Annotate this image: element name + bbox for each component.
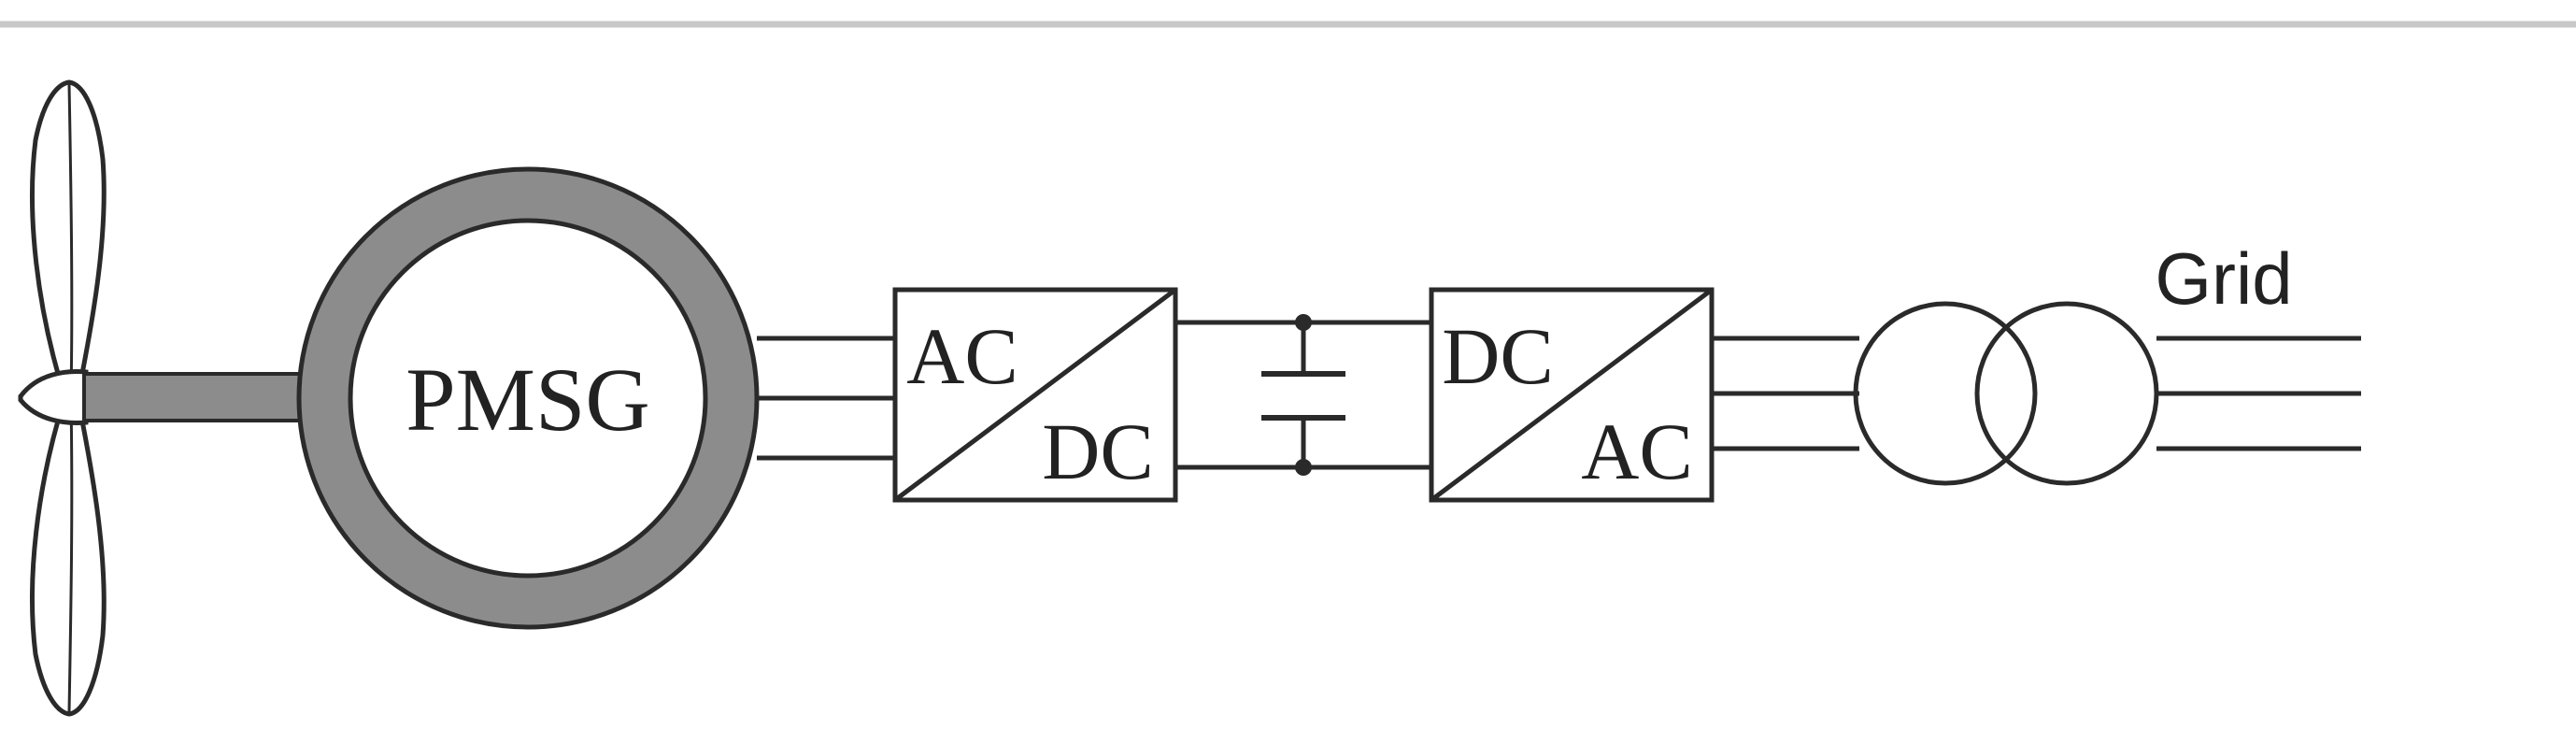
grid-lines (2156, 336, 2361, 451)
turbine-blade-lower (30, 399, 107, 717)
inverter-dc-ac: DC AC (1429, 287, 1715, 503)
turbine-hub (18, 369, 89, 425)
generator-label: PMSG (406, 350, 649, 450)
turbine-blade-upper (30, 79, 107, 395)
turbine-blades (30, 79, 107, 717)
inverter-top-label: DC (1442, 311, 1553, 401)
dc-link-node-top (1295, 314, 1312, 331)
inverter-diagonal (1430, 288, 1714, 502)
turbine-blade-upper-edge (67, 83, 74, 393)
ac-lines-inverter-transformer (1712, 336, 1859, 451)
inverter-bottom-label: AC (1581, 407, 1692, 496)
turbine-blade-lower-edge (67, 401, 74, 713)
generator-rotor (348, 218, 708, 579)
grid-label: Grid (2155, 237, 2292, 320)
transformer-primary-winding (1853, 301, 2038, 486)
dc-link (1175, 320, 1431, 470)
rectifier-top-label: AC (906, 311, 1018, 401)
rectifier-diagonal (893, 288, 1177, 502)
dc-link-node-bottom (1295, 459, 1312, 476)
ac-lines-generator-rectifier (757, 336, 895, 461)
dc-link-capacitor (1261, 371, 1345, 421)
rectifier-ac-dc: AC DC (892, 287, 1178, 503)
rectifier-bottom-label: DC (1042, 407, 1153, 496)
transformer-secondary-winding (1974, 301, 2159, 486)
